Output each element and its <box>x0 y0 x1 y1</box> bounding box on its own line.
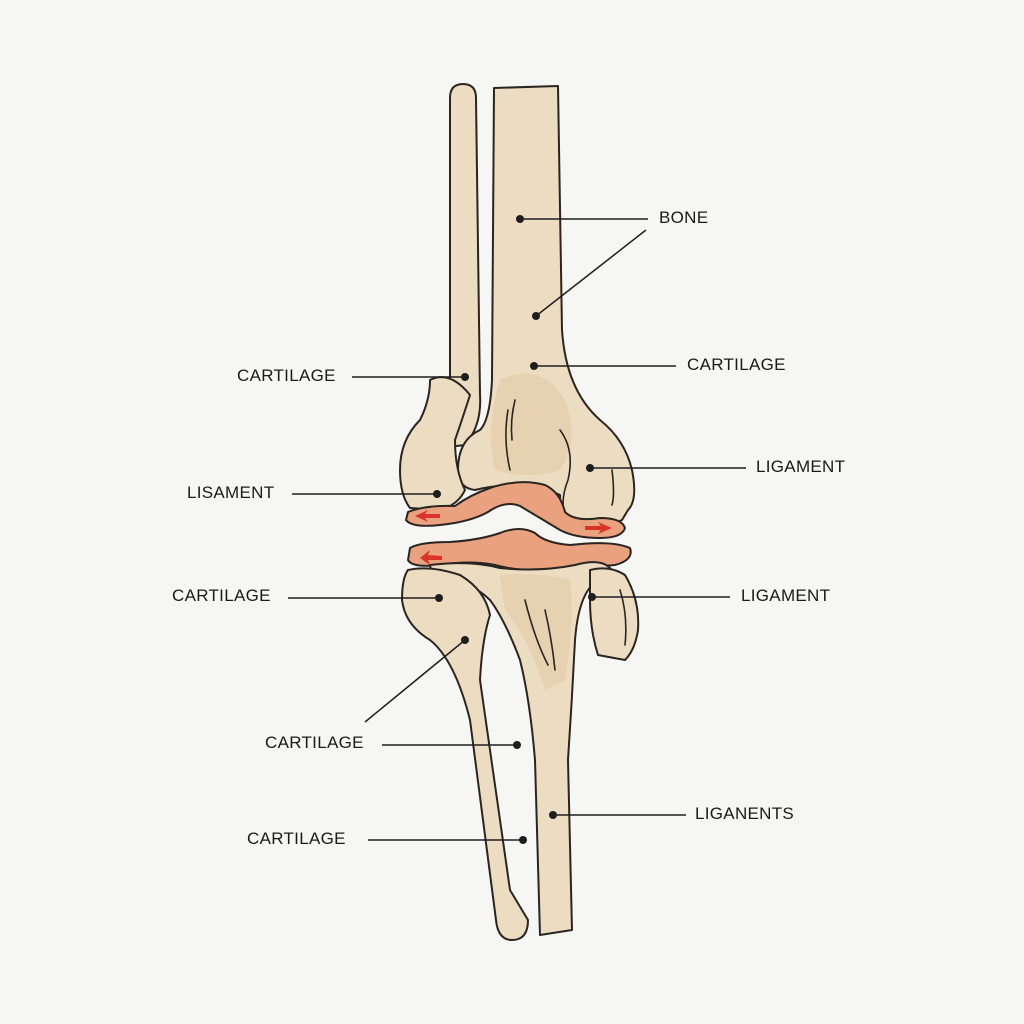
left-condyle <box>399 376 471 511</box>
right-lower-condyle <box>589 567 640 661</box>
lower-meniscus <box>407 528 632 572</box>
label-ligament-left: LISAMENT <box>187 483 275 502</box>
upper-meniscus <box>405 481 626 539</box>
label-cartilage-left-lower: CARTILAGE <box>265 733 364 752</box>
label-ligament-right-lower: LIGAMENT <box>741 586 831 605</box>
label-cartilage-left-mid: CARTILAGE <box>172 586 271 605</box>
arrow-icon <box>420 550 442 565</box>
label-ligaments-right: LIGANENTS <box>695 804 795 823</box>
label-ligament-right-upper: LIGAMENT <box>756 457 846 476</box>
label-bone: BONE <box>659 208 709 227</box>
label-cartilage-left-bottom: CARTILAGE <box>247 829 346 848</box>
lower-left-bone <box>401 567 529 941</box>
label-cartilage-right: CARTILAGE <box>687 355 786 374</box>
arrow-icon <box>585 522 612 534</box>
label-cartilage-left-upper: CARTILAGE <box>237 366 336 385</box>
label-dots <box>433 215 596 844</box>
arrow-icon <box>415 510 440 522</box>
leader-lines <box>288 218 746 841</box>
